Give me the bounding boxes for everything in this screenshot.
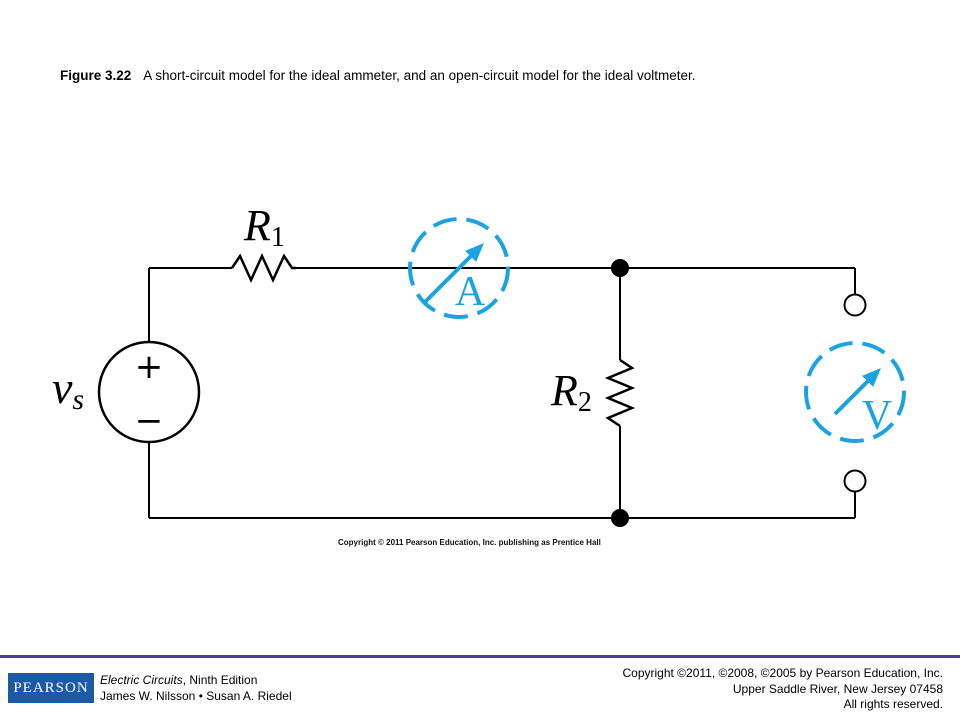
book-authors: James W. Nilsson • Susan A. Riedel <box>100 689 292 703</box>
resistor-r1 <box>230 252 296 284</box>
r1-letter: R <box>243 201 271 250</box>
publisher-info: Copyright ©2011, ©2008, ©2005 by Pearson… <box>622 666 943 713</box>
book-info: Electric Circuits, Ninth Edition James W… <box>100 672 292 704</box>
ammeter <box>408 217 510 319</box>
voltage-source <box>97 340 201 444</box>
source-letter: v <box>52 362 73 413</box>
footer-divider <box>0 655 960 658</box>
caption-text: A short-circuit model for the ideal amme… <box>143 68 696 83</box>
r2-letter: R <box>550 366 578 415</box>
figure-copyright: Copyright © 2011 Pearson Education, Inc.… <box>338 538 601 547</box>
publisher-rights: All rights reserved. <box>843 697 943 711</box>
source-plus: + <box>135 347 164 387</box>
voltmeter-needle <box>833 376 873 416</box>
voltmeter-arrowhead <box>862 368 881 387</box>
publisher-address: Upper Saddle River, New Jersey 07458 <box>732 681 943 696</box>
publisher-copyright: Copyright ©2011, ©2008, ©2005 by Pearson… <box>622 666 943 680</box>
junction-node-top <box>611 259 629 277</box>
r1-label: R1 <box>243 201 285 253</box>
r2-subscript: 2 <box>578 387 592 418</box>
figure-caption: Figure 3.22 A short-circuit model for the… <box>60 68 696 83</box>
resistor-r2 <box>604 358 636 428</box>
book-title: Electric Circuits <box>100 673 183 687</box>
circuit-diagram: + − A V R1 R2 vs <box>52 201 906 527</box>
voltmeter-label: V <box>862 393 892 439</box>
source-label: vs <box>52 362 84 416</box>
pearson-logo: PEARSON <box>8 673 94 703</box>
terminal-top <box>843 293 867 317</box>
source-minus: − <box>135 401 164 441</box>
voltmeter <box>804 341 906 443</box>
source-subscript: s <box>72 383 84 416</box>
book-title-line: Electric Circuits, Ninth Edition <box>100 672 292 688</box>
book-edition: , Ninth Edition <box>182 673 258 687</box>
r1-subscript: 1 <box>271 222 285 253</box>
ammeter-needle <box>423 250 477 304</box>
r2-label: R2 <box>550 366 592 418</box>
figure-number: Figure 3.22 <box>60 68 132 83</box>
ammeter-label: A <box>455 269 486 315</box>
ammeter-arrowhead <box>465 243 484 262</box>
junction-node-bottom <box>611 509 629 527</box>
terminal-bottom <box>843 469 867 493</box>
